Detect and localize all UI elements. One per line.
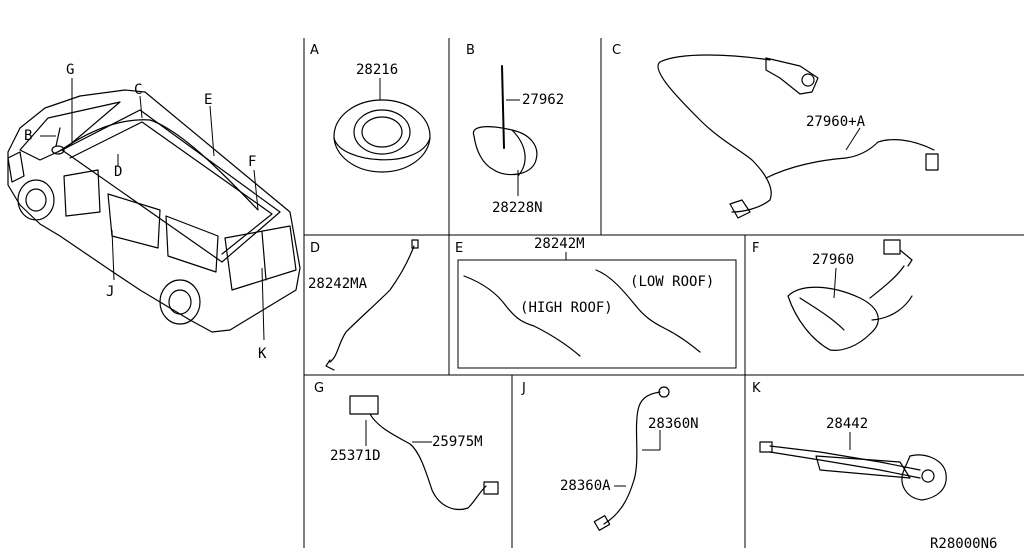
callout-e: E bbox=[204, 92, 212, 108]
section-letter-c: C bbox=[612, 43, 621, 58]
callout-g: G bbox=[66, 62, 74, 78]
section-d: D 28242MA bbox=[308, 239, 419, 371]
section-letter-e: E bbox=[455, 241, 463, 256]
section-b: B 27962 28228N bbox=[466, 43, 564, 216]
section-g: G 25371D 25975M bbox=[314, 381, 499, 511]
note-low-roof: (LOW ROOF) bbox=[630, 274, 714, 290]
section-c: C 27960+A bbox=[612, 43, 939, 219]
section-letter-j: J bbox=[521, 381, 526, 396]
section-j: J 28360N 28360A bbox=[521, 381, 699, 531]
roof-antenna-part bbox=[787, 286, 879, 351]
callout-j: J bbox=[106, 284, 114, 300]
section-letter-b: B bbox=[466, 43, 475, 58]
section-letter-g: G bbox=[314, 381, 324, 396]
harness-low-roof bbox=[595, 269, 701, 353]
antenna-feeder-harness bbox=[657, 54, 772, 213]
part-number-27960: 27960 bbox=[812, 252, 854, 268]
roof-harness-d bbox=[329, 245, 415, 363]
section-a: A 28216 bbox=[310, 43, 431, 173]
part-number-27962: 27962 bbox=[522, 92, 564, 108]
antenna-bracket-k bbox=[769, 445, 921, 471]
detail-frame-e bbox=[457, 259, 737, 369]
part-number-28216: 28216 bbox=[356, 62, 398, 78]
part-number-25371d: 25371D bbox=[330, 448, 381, 464]
part-number-28242m: 28242M bbox=[534, 236, 585, 252]
section-letter-a: A bbox=[310, 43, 319, 58]
part-number-28442: 28442 bbox=[826, 416, 868, 432]
section-e: E 28242M (HIGH ROOF) (LOW ROOF) bbox=[455, 236, 737, 369]
part-number-28360n: 28360N bbox=[648, 416, 699, 432]
section-letter-f: F bbox=[752, 241, 759, 256]
section-f: F 27960 bbox=[752, 239, 913, 351]
antenna-cable-j bbox=[603, 391, 661, 525]
callout-b: B bbox=[24, 128, 32, 144]
section-letter-k: K bbox=[752, 381, 761, 396]
note-high-roof: (HIGH ROOF) bbox=[520, 300, 613, 316]
diagram-code: R28000N6 bbox=[930, 536, 997, 552]
section-letter-d: D bbox=[310, 241, 320, 256]
part-number-28360a: 28360A bbox=[560, 478, 611, 494]
harness-high-roof bbox=[463, 275, 581, 357]
callout-d: D bbox=[114, 164, 122, 180]
callout-k: K bbox=[258, 346, 267, 362]
part-number-27960-a: 27960+A bbox=[806, 114, 866, 130]
callout-c: C bbox=[134, 82, 142, 98]
antenna-base-part bbox=[472, 126, 538, 176]
panel-grid bbox=[303, 38, 1024, 548]
part-number-25975m: 25975M bbox=[432, 434, 483, 450]
antenna-rod bbox=[501, 65, 505, 149]
van-illustration: G C E B D F J K bbox=[7, 62, 301, 362]
section-k: K 28442 bbox=[752, 381, 947, 501]
grommet-part bbox=[333, 99, 431, 173]
antenna-amplifier bbox=[349, 395, 379, 415]
callout-f: F bbox=[248, 154, 256, 170]
part-number-28242ma: 28242MA bbox=[308, 276, 368, 292]
part-number-28228n: 28228N bbox=[492, 200, 543, 216]
